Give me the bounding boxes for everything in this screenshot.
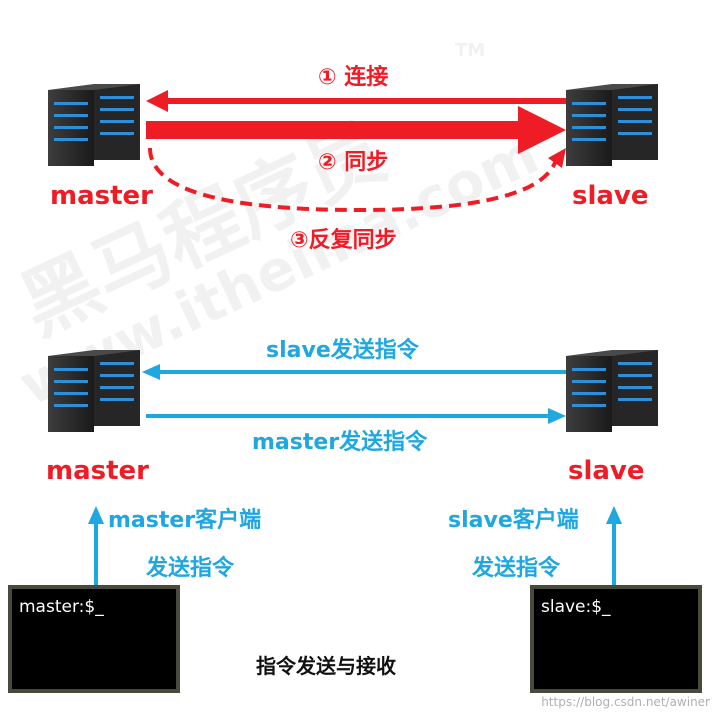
slave-client-send-label: 发送指令	[472, 556, 561, 581]
master-command-arrow	[146, 408, 566, 424]
master-command-label: master发送指令	[252, 430, 428, 455]
master-client-arrow	[88, 506, 104, 590]
master-terminal: master:$_	[8, 585, 180, 693]
slave-client-label: slave客户端	[448, 508, 579, 533]
slave-prompt: slave:$_	[541, 597, 611, 617]
master-label-bottom: master	[46, 456, 149, 486]
step-repeat-sync-label: ③反复同步	[290, 228, 397, 253]
master-client-label: master客户端	[108, 508, 262, 533]
master-client-send-label: 发送指令	[146, 556, 235, 581]
slave-server-icon-top	[566, 84, 658, 166]
step-connect-label: ① 连接	[318, 65, 389, 90]
master-label-top: master	[50, 181, 153, 211]
slave-command-arrow	[142, 364, 566, 380]
slave-server-icon-bottom	[566, 350, 658, 432]
diagram-caption: 指令发送与接收	[256, 654, 396, 678]
master-server-icon-bottom	[48, 350, 140, 432]
csdn-credit: https://blog.csdn.net/awiner	[541, 695, 710, 709]
slave-terminal: slave:$_	[530, 585, 702, 693]
connect-arrow	[146, 90, 566, 112]
trademark-watermark: TM	[455, 40, 486, 61]
slave-client-arrow	[606, 506, 622, 590]
repeated-sync-arrow	[148, 147, 566, 213]
master-server-icon-top	[48, 84, 140, 166]
slave-label-top: slave	[572, 181, 649, 211]
master-prompt: master:$_	[19, 597, 104, 617]
sync-arrow	[146, 106, 566, 154]
slave-label-bottom: slave	[568, 456, 645, 486]
step-sync-label: ② 同步	[318, 150, 389, 175]
slave-command-label: slave发送指令	[266, 338, 419, 363]
